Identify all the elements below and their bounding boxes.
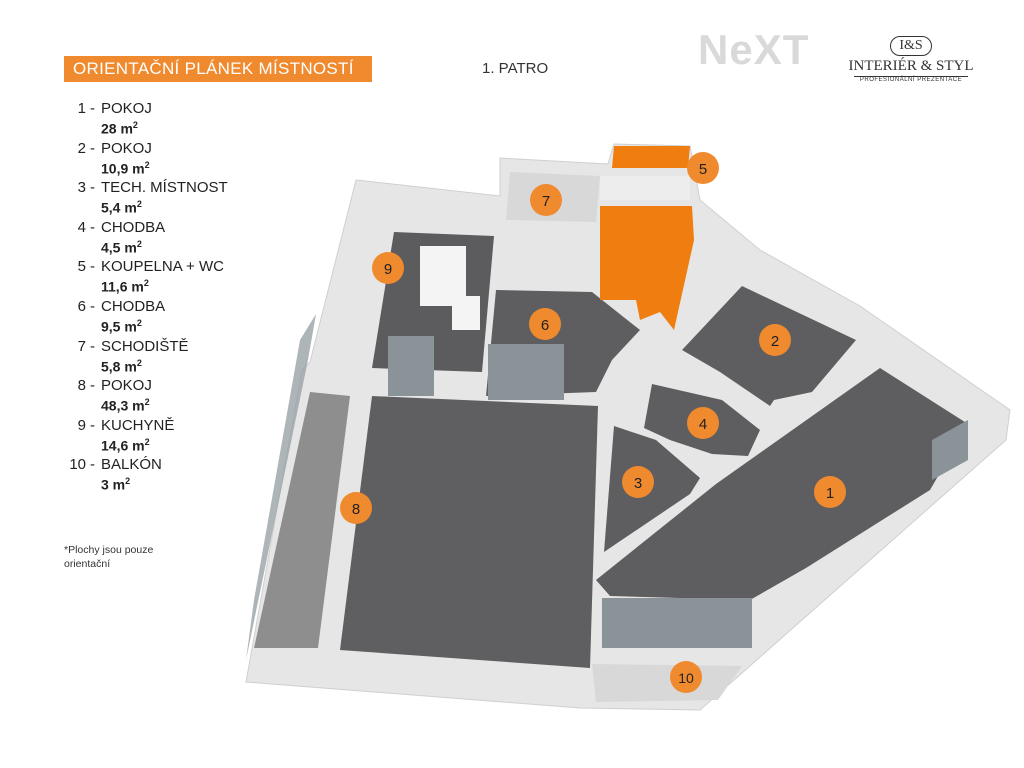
legend-room-area: 14,6 m2 [101,436,150,454]
marker-5: 5 [687,152,719,184]
legend-room-name: CHODBA [101,297,166,315]
room-1-floor [596,368,968,600]
legend-dash: - [90,377,95,395]
room-10-balcony [592,664,742,702]
legend-room-name: TECH. MÍSTNOST [101,179,228,197]
room-markers: 1 2 3 4 5 6 7 8 9 10 [340,152,846,693]
marker-4: 4 [687,407,719,439]
legend-dash: - [90,297,95,315]
legend-number: 9 [77,416,86,434]
svg-text:5: 5 [699,161,707,178]
marker-1: 1 [814,476,846,508]
marker-9: 9 [372,252,404,284]
legend-number: 3 [77,179,86,197]
legend-room-name: POKOJ [101,100,152,117]
svg-text:4: 4 [699,416,707,433]
legend-number: 6 [77,297,86,315]
legend-dash: - [90,139,95,157]
legend-room-name: KUCHYNĚ [101,416,175,434]
legend-room-name: KOUPELNA + WC [101,258,224,276]
legend-dash: - [90,416,95,434]
marker-2: 2 [759,324,791,356]
legend-room-area: 10,9 m2 [101,159,150,177]
is-brand-name: INTERIÉR & STYL [848,58,974,74]
window-balcony [602,598,752,648]
room-8-floor [340,396,598,668]
kitchen-island [452,296,480,330]
legend-number: 7 [77,337,86,355]
legend-dash: - [90,179,95,197]
legend-room-area: 48,3 m2 [101,397,150,414]
svg-text:1: 1 [826,485,834,502]
legend-number: 1 [77,100,86,117]
legend-dash: - [90,456,95,474]
svg-text:2: 2 [771,333,779,350]
legend-room-area: 11,6 m2 [101,278,149,296]
window-room-1 [932,420,968,480]
window-west [246,314,316,660]
interier-styl-logo: I&S INTERIÉR & STYL PROFESIONÁLNÍ PREZEN… [846,36,976,83]
marker-6: 6 [529,308,561,340]
room-5-floor [600,206,694,330]
legend-room-name: SCHODIŠTĚ [101,337,189,355]
legend-dash: - [90,100,95,117]
svg-text:3: 3 [634,475,642,492]
legend-room-name: BALKÓN [101,456,162,474]
legend-room-area: 28 m2 [101,120,138,137]
legend-number: 4 [77,218,86,236]
legend-room-area: 3 m2 [101,476,131,493]
legend-room-name: POKOJ [101,139,152,157]
room-5-top-accent [612,146,690,168]
svg-text:7: 7 [542,193,550,210]
legend-number: 2 [77,139,86,157]
legend-room-area: 4,5 m2 [101,238,142,256]
next-logo: NeXT [698,26,810,73]
marker-3: 3 [622,466,654,498]
marker-10: 10 [670,661,702,693]
marker-7: 7 [530,184,562,216]
marker-8: 8 [340,492,372,524]
area-disclaimer: *Plochy jsou pouze orientační [64,544,154,570]
legend-dash: - [90,258,95,276]
legend-number: 8 [77,377,86,395]
legend-room-area: 5,4 m2 [101,199,142,216]
legend-room-area: 9,5 m2 [101,317,142,335]
legend-number: 10 [69,456,86,474]
legend-room-area: 5,8 m2 [101,357,142,375]
is-monogram: I&S [890,36,932,56]
door-room-9 [388,336,434,396]
floor-label: 1. PATRO [482,60,549,77]
legend-room-name: CHODBA [101,218,166,236]
is-tagline: PROFESIONÁLNÍ PREZENTACE [859,77,963,83]
legend-number: 5 [77,258,86,276]
door-room-6 [488,344,564,400]
plan-title: ORIENTAČNÍ PLÁNEK MÍSTNOSTÍ [64,56,372,82]
legend-dash: - [90,218,95,236]
svg-text:9: 9 [384,261,392,278]
svg-text:8: 8 [352,501,360,518]
room-8-terrace [254,392,350,648]
legend-room-name: POKOJ [101,377,152,395]
svg-text:10: 10 [678,670,694,686]
logo-divider [854,76,968,77]
svg-text:6: 6 [541,317,549,334]
room-5-counter [600,176,690,200]
legend-dash: - [90,337,95,355]
